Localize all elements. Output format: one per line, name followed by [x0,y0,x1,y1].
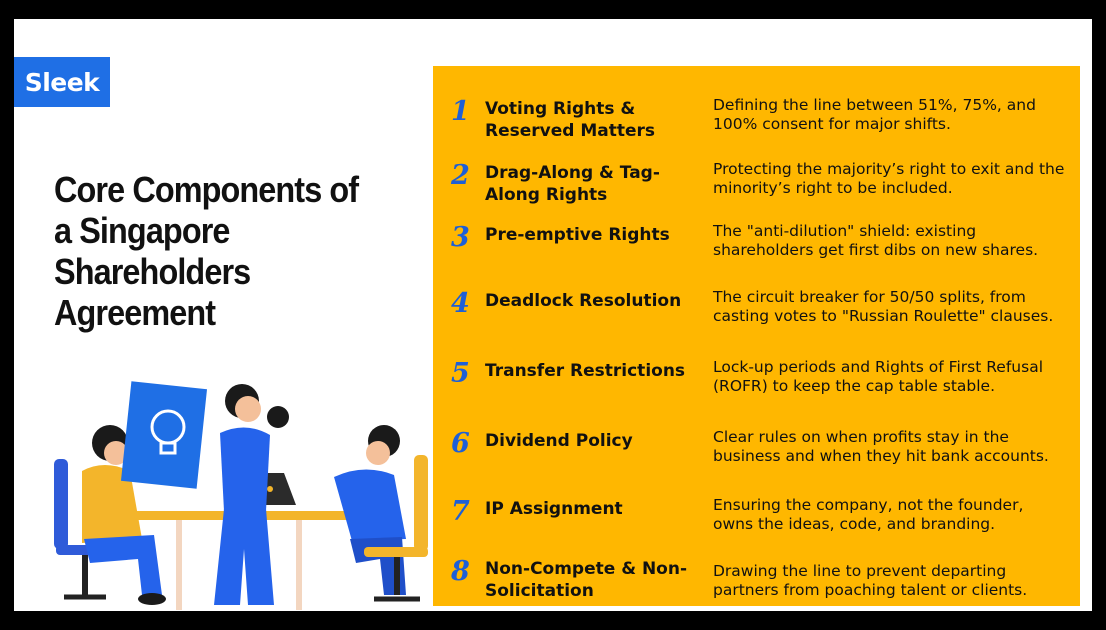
item-number: 6 [451,428,470,459]
item-description: Clear rules on when profits stay in the … [713,428,1049,465]
meeting-illustration [54,381,428,610]
item-description: The circuit breaker for 50/50 splits, fr… [713,288,1054,325]
item-number: 8 [451,556,470,587]
item-number: 3 [451,222,470,253]
item-description: Ensuring the company, not the founder, o… [713,496,1024,533]
item-title: Pre-emptive Rights [485,225,670,245]
item-title: Voting Rights & Reserved Matters [485,99,656,141]
item-number: 4 [451,288,470,319]
item-title: IP Assignment [485,499,623,519]
item-number: 2 [451,160,470,191]
page-title: Core Components of a Singapore Sharehold… [54,169,359,333]
item-title: Non-Compete & Non-Solicitation [485,559,688,601]
item-description: Drawing the line to prevent departing pa… [713,562,1028,599]
item-title: Dividend Policy [485,431,633,451]
item-title: Drag-Along & Tag-Along Rights [485,163,660,205]
components-panel: 1 Voting Rights & Reserved Matters Defin… [433,66,1080,606]
item-description: The "anti-dilution" shield: existing sha… [713,222,1039,259]
item-description: Protecting the majority’s right to exit … [713,160,1065,197]
item-title: Transfer Restrictions [485,361,686,381]
sleek-logo[interactable]: Sleek [14,57,110,107]
item-description: Lock-up periods and Rights of First Refu… [713,358,1043,395]
item-description: Defining the line between 51%, 75%, and … [713,96,1036,133]
item-title: Deadlock Resolution [485,291,682,311]
item-number: 5 [451,358,470,389]
infographic-card: Sleek Core Components of a Singapore Sha… [14,19,1092,611]
item-number: 7 [451,496,470,527]
item-number: 1 [451,96,470,127]
